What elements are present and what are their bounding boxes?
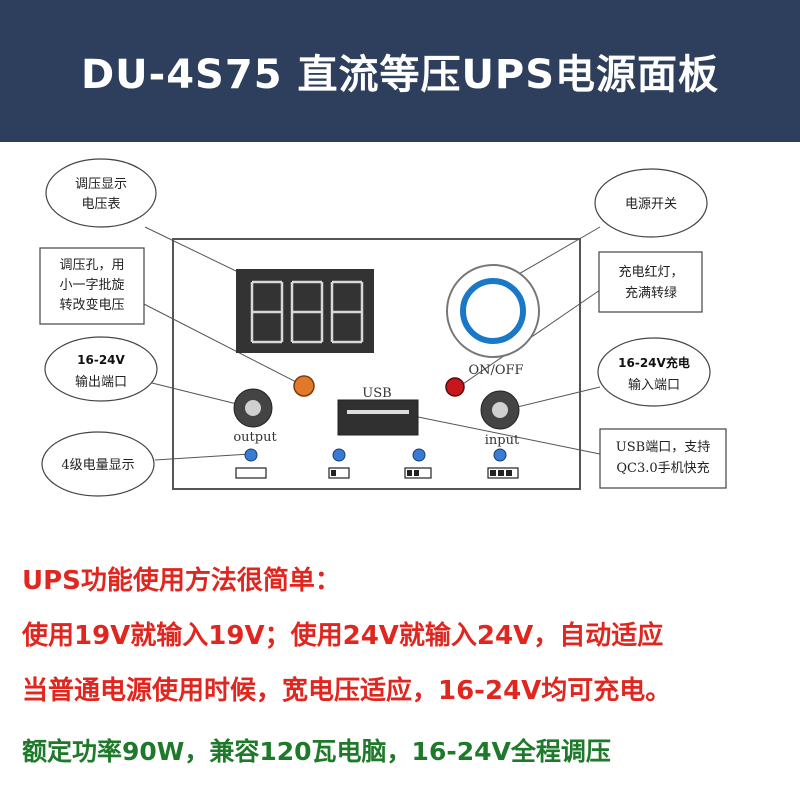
battery-4-fill-c: [506, 470, 512, 476]
callout-adjust-line2: 小一字批旋: [59, 278, 124, 293]
callout-power-line1: 电源开关: [625, 197, 677, 212]
usage-line-voltage-match: 使用19V就输入19V；使用24V就输入24V，自动适应: [22, 621, 664, 651]
charge-led: [445, 377, 465, 397]
callout-adjust-line1: 调压孔，用: [59, 258, 124, 273]
voltage-adjust-hole[interactable]: [293, 375, 315, 397]
usb-port-slot: [347, 410, 409, 414]
callout-led: [598, 251, 703, 313]
usb-label: USB: [362, 386, 391, 401]
display-digits: [250, 280, 364, 344]
usb-port[interactable]: [337, 399, 419, 436]
callout-output-line1: 16-24V: [77, 353, 125, 367]
output-label: output: [233, 430, 277, 445]
input-port-center: [492, 402, 508, 418]
battery-2-icon: [328, 467, 350, 479]
battery-led-2: [332, 448, 346, 462]
callout-led-line2: 充满转绿: [625, 285, 677, 301]
battery-1-icon: [235, 467, 267, 479]
panel-diagram: 888 ON/OFF USB output input: [39, 158, 727, 497]
leader-input: [504, 386, 601, 411]
usage-heading: UPS功能使用方法很简单：: [22, 566, 341, 596]
spec-line: 额定功率90W，兼容120瓦电脑，16-24V全程调压: [22, 737, 611, 766]
usage-line-wide-voltage: 当普通电源使用时候，宽电压适应，16-24V均可充电。: [22, 676, 672, 706]
callout-output: [44, 336, 158, 402]
callout-battery-line1: 4级电量显示: [61, 458, 134, 473]
callout-input: [597, 337, 711, 407]
battery-4-fill-a: [490, 470, 496, 476]
battery-led-1: [244, 448, 258, 462]
callout-adjust: [39, 247, 145, 325]
callout-input-line2: 输入端口: [628, 377, 680, 393]
callout-battery: [41, 431, 155, 497]
leader-power: [504, 226, 601, 283]
header-banner: DU-4S75 直流等压UPS电源面板: [0, 0, 800, 142]
callout-input-line1: 16-24V充电: [618, 355, 690, 370]
battery-3-fill-a: [407, 470, 412, 476]
power-ring-icon: [460, 278, 526, 344]
callout-power: [594, 168, 708, 238]
callout-usb: [599, 428, 727, 489]
leader-adjust: [139, 301, 303, 386]
battery-2-fill: [331, 470, 336, 476]
callout-voltmeter-line2: 电压表: [81, 197, 120, 212]
callout-adjust-line3: 转改变电压: [59, 297, 124, 313]
battery-led-3: [412, 448, 426, 462]
battery-3-fill-b: [414, 470, 419, 476]
leader-usb: [417, 416, 601, 455]
on-off-label: ON/OFF: [468, 363, 523, 378]
leader-battery: [154, 453, 251, 461]
battery-4-fill-b: [498, 470, 504, 476]
page-title: DU-4S75 直流等压UPS电源面板: [80, 52, 720, 98]
callout-usb-line2: QC3.0手机快充: [616, 460, 709, 476]
callout-usb-line1: USB端口，支持: [616, 440, 710, 455]
callout-voltmeter: [45, 158, 157, 228]
battery-led-4: [493, 448, 507, 462]
output-port-center: [245, 400, 261, 416]
callout-output-line2: 输出端口: [75, 374, 127, 390]
callout-voltmeter-line1: 调压显示: [75, 177, 127, 192]
input-label: input: [485, 433, 520, 448]
battery-level-indicators: [235, 448, 519, 479]
callout-led-line1: 充电红灯，: [618, 264, 683, 280]
